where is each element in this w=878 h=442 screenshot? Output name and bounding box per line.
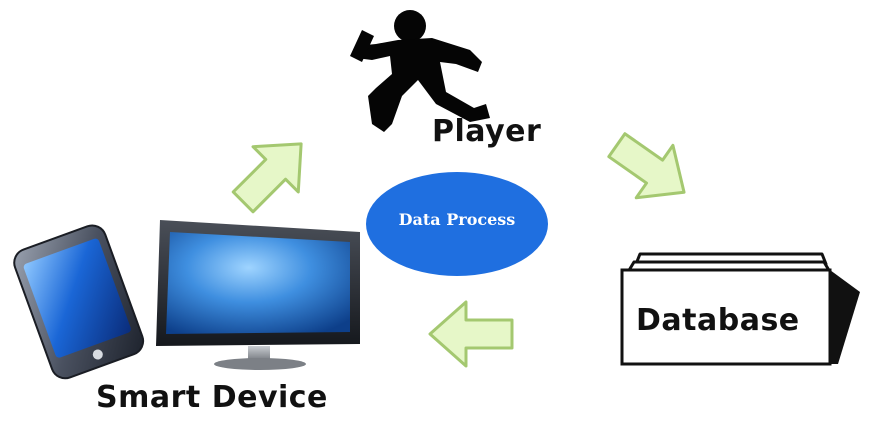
arrow-to-player xyxy=(231,142,303,214)
database-label: Database xyxy=(636,303,800,338)
monitor-icon xyxy=(156,220,360,370)
data-process-label: Data Process xyxy=(398,210,516,229)
player-label: Player xyxy=(432,114,542,149)
data-process-node xyxy=(366,172,548,276)
running-person-icon xyxy=(350,10,490,132)
arrow-to-database xyxy=(607,132,686,200)
smart-device-label: Smart Device xyxy=(96,380,328,415)
smartphone-icon xyxy=(13,224,145,380)
folder-icon xyxy=(620,252,860,366)
arrow-to-device xyxy=(428,300,514,368)
